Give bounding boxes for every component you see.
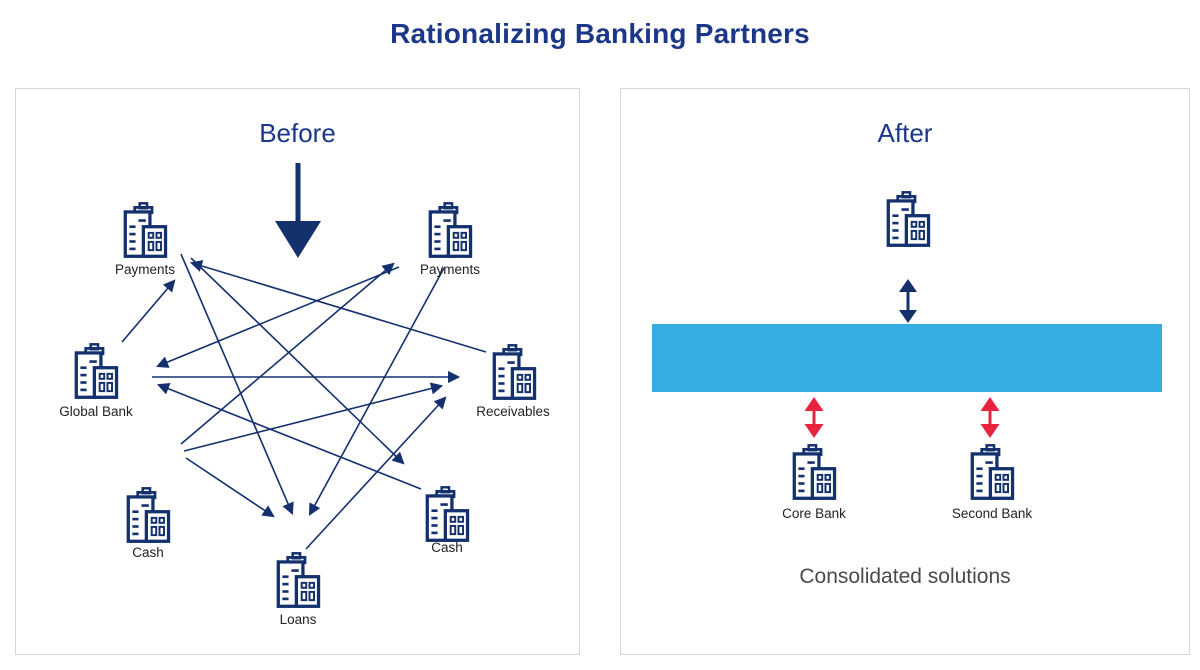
after-heading: After	[877, 118, 933, 148]
label-cash-left: Cash	[132, 545, 164, 560]
integration-bar	[652, 324, 1162, 392]
label-payments-left: Payments	[114, 262, 176, 277]
page-title: Rationalizing Banking Partners	[390, 18, 810, 49]
label-second-bank: Second Bank	[951, 506, 1033, 521]
label-loans: Loans	[279, 612, 317, 627]
before-heading: Before	[259, 118, 336, 148]
label-payments-right: Payments	[419, 262, 481, 277]
before-panel	[15, 88, 580, 655]
label-cash-right: Cash	[431, 540, 463, 555]
label-receivables: Receivables	[476, 404, 550, 419]
caption-consolidated-solutions: Consolidated solutions	[799, 565, 1011, 588]
label-global-bank: Global Bank	[59, 404, 133, 419]
label-core-bank: Core Bank	[782, 506, 846, 521]
